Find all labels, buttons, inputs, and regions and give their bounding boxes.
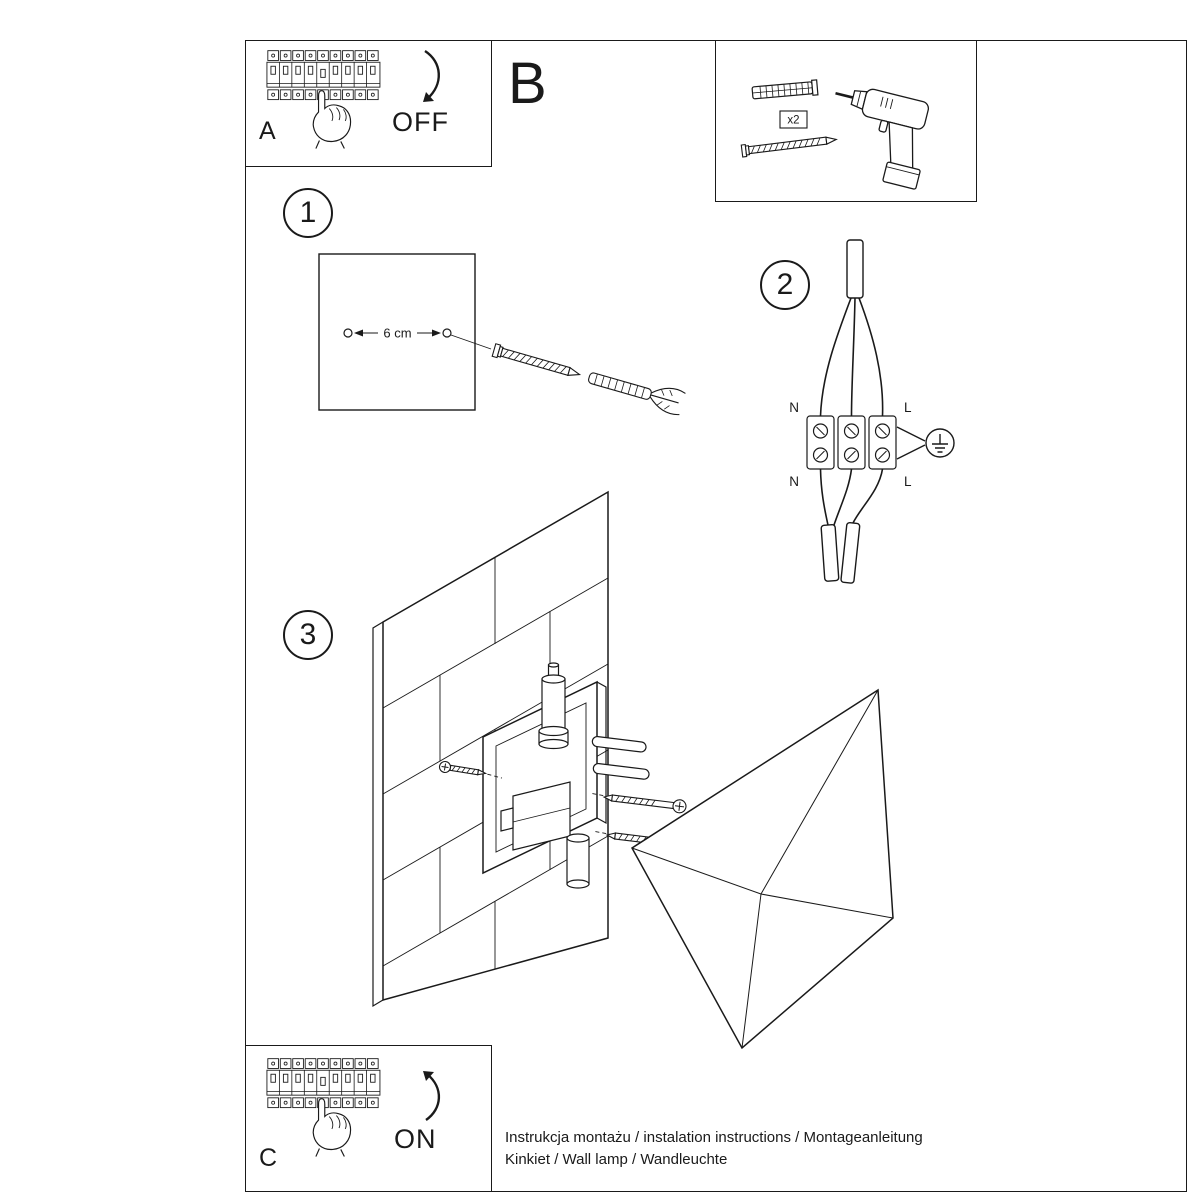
step-1-badge: 1: [283, 188, 333, 238]
quantity-label: x2: [787, 115, 799, 127]
label-l-bottom: L: [904, 474, 912, 489]
label-l-top: L: [904, 400, 912, 415]
step-2-badge: 2: [760, 260, 810, 310]
step-2-number: 2: [776, 268, 794, 301]
tools-box: x2: [715, 40, 977, 202]
terminal-block: [806, 415, 897, 470]
wiring-diagram: N L N L: [789, 239, 955, 584]
drill-icon: [835, 88, 930, 190]
power-on-box: ON C: [245, 1045, 492, 1192]
lamp-cable-right: [840, 521, 861, 584]
drill-hole-right: [442, 328, 452, 338]
drilling-diagram: 6 cm: [318, 253, 686, 416]
drill-hole-left: [343, 328, 353, 338]
footer-line-2: Kinkiet / Wall lamp / Wandleuchte: [505, 1151, 728, 1168]
earth-symbol: [896, 426, 955, 460]
step-1-number: 1: [299, 196, 317, 229]
label-n-top: N: [789, 400, 799, 415]
fixing-screw: [438, 760, 503, 779]
tools-illustration: x2: [740, 79, 930, 190]
box-c-label: C: [259, 1144, 278, 1172]
lamp-tube-bottom: [566, 833, 590, 889]
on-label: ON: [394, 1124, 437, 1154]
leader-line: [450, 334, 492, 350]
screw-icon: [740, 136, 838, 158]
step-3-badge: 3: [283, 610, 333, 660]
supply-wires: [819, 297, 884, 417]
mounting-screw-1: [592, 793, 687, 814]
circuit-breaker-panel: [266, 50, 381, 150]
arrow-up-icon: [423, 1071, 441, 1121]
quantity-badge: x2: [779, 110, 808, 129]
mounting-rods: [591, 735, 650, 780]
section-b-label: B: [508, 51, 547, 116]
dimension-line: [354, 329, 441, 337]
wall-plug-icon: [751, 79, 819, 100]
lamp-cable-left: [820, 524, 840, 582]
label-n-bottom: N: [789, 474, 799, 489]
supply-cable: [846, 239, 864, 299]
screw-and-anchor-icon: [491, 343, 686, 416]
box-a-label: A: [259, 117, 276, 145]
circuit-breaker-panel: [266, 1058, 381, 1158]
footer-line-1: Instrukcja montażu / instalation instruc…: [505, 1129, 923, 1146]
dimension-label: 6 cm: [383, 326, 411, 341]
bracket-arm: [500, 781, 571, 851]
step-3-number: 3: [299, 618, 317, 651]
lamp-shade: [631, 688, 894, 1050]
lamp-tube-top: [538, 662, 569, 750]
mounting-diagram: [372, 490, 894, 1050]
off-label: OFF: [392, 107, 449, 137]
footer-text: Instrukcja montażu / instalation instruc…: [505, 1127, 923, 1171]
lamp-wires: [819, 468, 884, 526]
arrow-down-icon: [423, 49, 440, 102]
power-off-box: OFF A: [245, 40, 492, 167]
